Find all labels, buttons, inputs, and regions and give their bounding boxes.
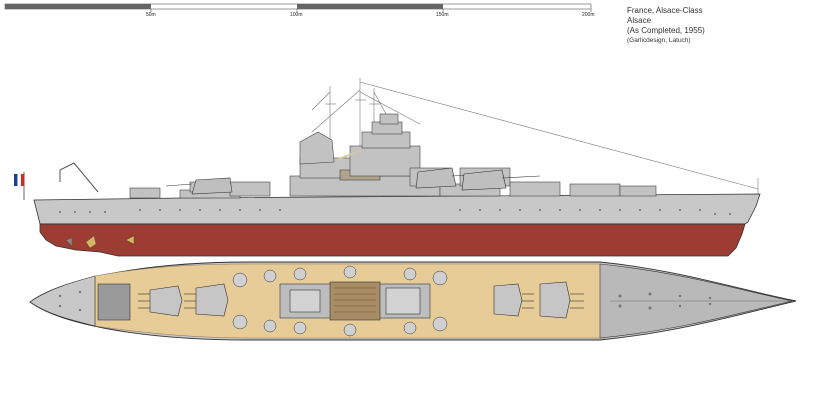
aircraft-crane <box>59 162 99 193</box>
porthole-row <box>59 209 731 215</box>
caption-status: (As Completed, 1955) <box>627 26 705 35</box>
scale-label-100m: 100m <box>290 12 303 18</box>
caption-class: France, Alsace-Class <box>627 6 703 15</box>
hull-lower-red <box>39 223 746 257</box>
masts-and-rigging <box>311 78 759 198</box>
plan-hangar-hatch <box>97 283 131 321</box>
side-profile <box>14 78 761 257</box>
propellers <box>65 235 135 249</box>
secondary-turrets-plan <box>232 265 448 337</box>
scale-label-150m: 150m <box>436 12 449 18</box>
bow-deck-fittings <box>58 290 712 312</box>
caption-ship-name: Alsace <box>627 16 652 25</box>
main-turrets-plan <box>138 281 584 319</box>
secondary-gun-barrel <box>335 149 363 161</box>
scale-label-50m: 50m <box>146 12 156 18</box>
hull-upper-grey <box>33 193 761 225</box>
main-turrets-side <box>165 167 541 195</box>
scale-label-200m: 200m <box>582 12 595 18</box>
caption-credits: (Garlicdesign, Latuch) <box>627 37 691 44</box>
plan-view <box>29 261 797 341</box>
central-superstructure-plan <box>279 281 431 321</box>
plan-stern-steel <box>29 275 96 327</box>
scale-bar <box>4 3 592 12</box>
french-flag-icon <box>14 172 25 200</box>
drawing-caption: France, Alsace-Class Alsace (As Complete… <box>627 6 705 46</box>
